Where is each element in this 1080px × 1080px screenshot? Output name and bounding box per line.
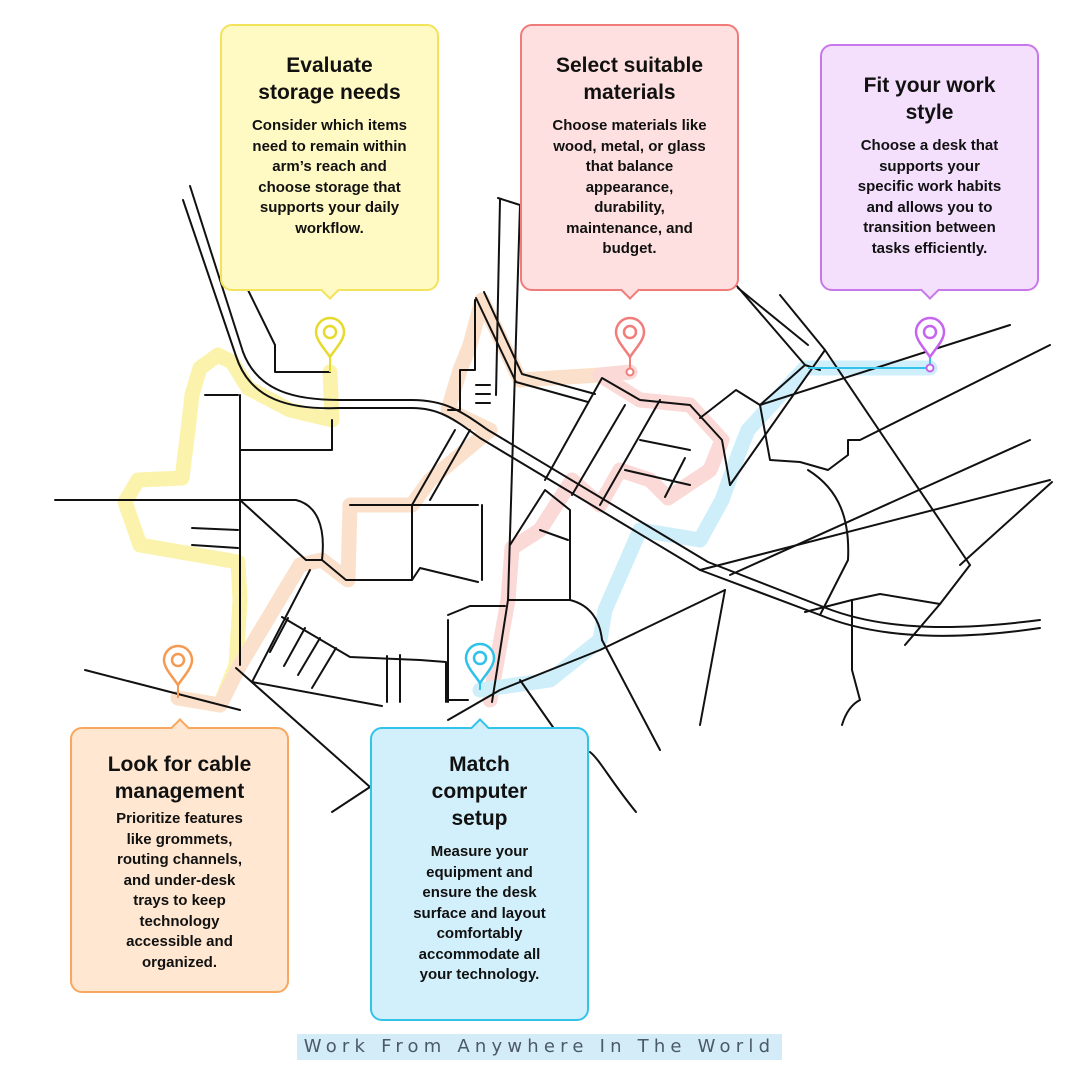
route-blue [472,360,938,698]
card-body: Consider which items need to remain with… [251,117,408,237]
card-fit-work-style: Fit your work style Choose a desk that s… [820,44,1039,300]
card-title: Evaluate storage needs [258,54,401,104]
card-body: Measure your equipment and ensure the de… [413,843,546,983]
map-pin-icon [914,316,946,359]
footer-tagline: Work From Anywhere In The World [297,1034,782,1060]
map-pin-icon [314,316,346,359]
card-evaluate-storage: Evaluate storage needs Consider which it… [220,24,439,300]
card-select-materials: Select suitable materials Choose materia… [520,24,739,300]
map-pin-icon [162,644,194,687]
card-cable-management: Look for cable management Prioritize fea… [70,718,289,993]
card-body: Choose materials like wood, metal, or gl… [552,117,707,257]
map-pin-icon [614,316,646,359]
card-match-computer-setup: Match computer setup Measure your equipm… [370,718,589,1021]
card-title: Select suitable materials [555,54,704,104]
card-body: Prioritize features like grommets, routi… [116,810,243,971]
map-pin-icon [464,642,496,685]
card-title: Match computer setup [431,753,528,830]
card-title: Fit your work style [863,74,996,124]
card-body: Choose a desk that supports your specifi… [857,137,1002,257]
card-title: Look for cable management [107,753,252,803]
